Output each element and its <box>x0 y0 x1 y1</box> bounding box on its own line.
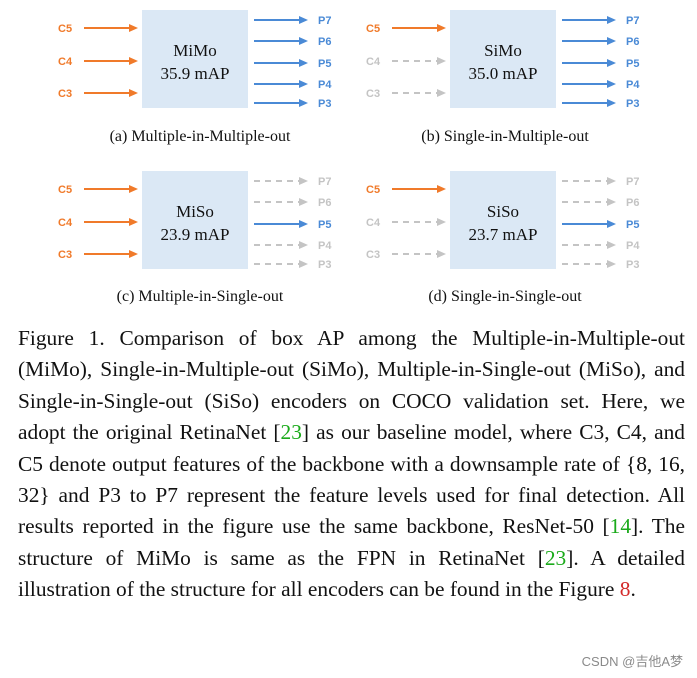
input-label-c5: C5 <box>58 23 72 35</box>
input-label-c5: C5 <box>366 184 380 196</box>
output-label-p3: P3 <box>318 259 331 271</box>
input-arrow-c5 <box>392 185 446 193</box>
output-label-p7: P7 <box>318 15 331 27</box>
output-arrow-p3 <box>562 260 616 268</box>
encoder-name: SiSo <box>487 202 519 221</box>
caption-miso: (c) Multiple-in-Single-out <box>116 288 284 305</box>
output-label-p3: P3 <box>626 259 639 271</box>
caption-simo: (b) Single-in-Multiple-out <box>421 128 589 145</box>
citation-link-23-second[interactable]: 23 <box>544 545 567 570</box>
output-arrow-p4 <box>562 241 616 249</box>
input-label-c4: C4 <box>58 56 73 68</box>
encoder-score: 35.0 mAP <box>469 64 538 83</box>
output-label-p4: P4 <box>626 240 640 252</box>
citation-link-14[interactable]: 14 <box>609 514 632 539</box>
input-label-c3: C3 <box>366 88 380 100</box>
input-label-c3: C3 <box>58 88 72 100</box>
output-arrow-p7 <box>562 16 616 24</box>
encoder-box <box>450 171 556 269</box>
output-arrow-p4 <box>562 80 616 88</box>
output-label-p5: P5 <box>318 58 331 70</box>
output-label-p6: P6 <box>318 36 331 48</box>
input-arrow-c3 <box>392 250 446 258</box>
input-arrow-c4 <box>84 218 138 226</box>
encoder-box <box>142 171 248 269</box>
output-label-p5: P5 <box>626 58 639 70</box>
output-arrow-p7 <box>562 177 616 185</box>
output-arrow-p5 <box>254 220 308 228</box>
output-arrow-p5 <box>254 59 308 67</box>
output-arrow-p6 <box>562 37 616 45</box>
output-arrow-p3 <box>254 99 308 107</box>
output-label-p5: P5 <box>318 219 331 231</box>
caption-text-3: ]. The structure of MiMo is same as the … <box>18 514 685 570</box>
caption-text-5: . <box>630 577 636 602</box>
input-label-c3: C3 <box>58 249 72 261</box>
input-label-c3: C3 <box>366 249 380 261</box>
input-label-c4: C4 <box>366 56 381 68</box>
input-arrow-c5 <box>84 185 138 193</box>
encoder-name: MiSo <box>176 202 214 221</box>
input-arrow-c3 <box>392 89 446 97</box>
input-arrow-c3 <box>84 89 138 97</box>
encoder-name: MiMo <box>173 41 216 60</box>
output-label-p6: P6 <box>626 197 639 209</box>
encoder-score: 23.7 mAP <box>469 225 538 244</box>
caption-text-2: ] as our baseline model, where C3, C4, a… <box>18 420 685 539</box>
output-label-p4: P4 <box>626 79 640 91</box>
output-arrow-p6 <box>254 198 308 206</box>
output-label-p3: P3 <box>318 98 331 110</box>
output-label-p5: P5 <box>626 219 639 231</box>
output-label-p7: P7 <box>626 15 639 27</box>
input-arrow-c4 <box>392 218 446 226</box>
figure-caption: Figure 1. Comparison of box AP among the… <box>18 323 685 606</box>
input-label-c4: C4 <box>58 217 73 229</box>
input-arrow-c4 <box>392 57 446 65</box>
encoder-box <box>450 10 556 108</box>
citation-link-23[interactable]: 23 <box>280 420 302 445</box>
output-label-p4: P4 <box>318 240 332 252</box>
output-arrow-p7 <box>254 16 308 24</box>
input-arrow-c5 <box>392 24 446 32</box>
encoder-score: 23.9 mAP <box>161 225 230 244</box>
caption-siso: (d) Single-in-Single-out <box>428 288 582 305</box>
output-label-p6: P6 <box>626 36 639 48</box>
encoder-box <box>142 10 248 108</box>
caption-mimo: (a) Multiple-in-Multiple-out <box>109 128 291 145</box>
input-arrow-c4 <box>84 57 138 65</box>
output-arrow-p5 <box>562 59 616 67</box>
input-label-c5: C5 <box>58 184 72 196</box>
output-label-p7: P7 <box>626 176 639 188</box>
output-arrow-p4 <box>254 241 308 249</box>
input-label-c5: C5 <box>366 23 380 35</box>
output-arrow-p4 <box>254 80 308 88</box>
caption-text-1: Figure 1. Comparison of box AP among the… <box>18 326 685 445</box>
output-arrow-p7 <box>254 177 308 185</box>
output-arrow-p6 <box>562 198 616 206</box>
output-label-p6: P6 <box>318 197 331 209</box>
encoder-name: SiMo <box>484 41 522 60</box>
input-arrow-c5 <box>84 24 138 32</box>
watermark: CSDN @吉他A梦 <box>581 654 683 669</box>
caption-text-4: ]. A detailed illustration of the struct… <box>18 545 685 602</box>
output-label-p7: P7 <box>318 176 331 188</box>
encoder-score: 35.9 mAP <box>161 64 230 83</box>
figure-link-8[interactable]: 8 <box>619 577 631 602</box>
output-label-p3: P3 <box>626 98 639 110</box>
output-arrow-p5 <box>562 220 616 228</box>
output-arrow-p3 <box>562 99 616 107</box>
output-arrow-p3 <box>254 260 308 268</box>
input-arrow-c3 <box>84 250 138 258</box>
output-label-p4: P4 <box>318 79 332 91</box>
input-label-c4: C4 <box>366 217 381 229</box>
output-arrow-p6 <box>254 37 308 45</box>
